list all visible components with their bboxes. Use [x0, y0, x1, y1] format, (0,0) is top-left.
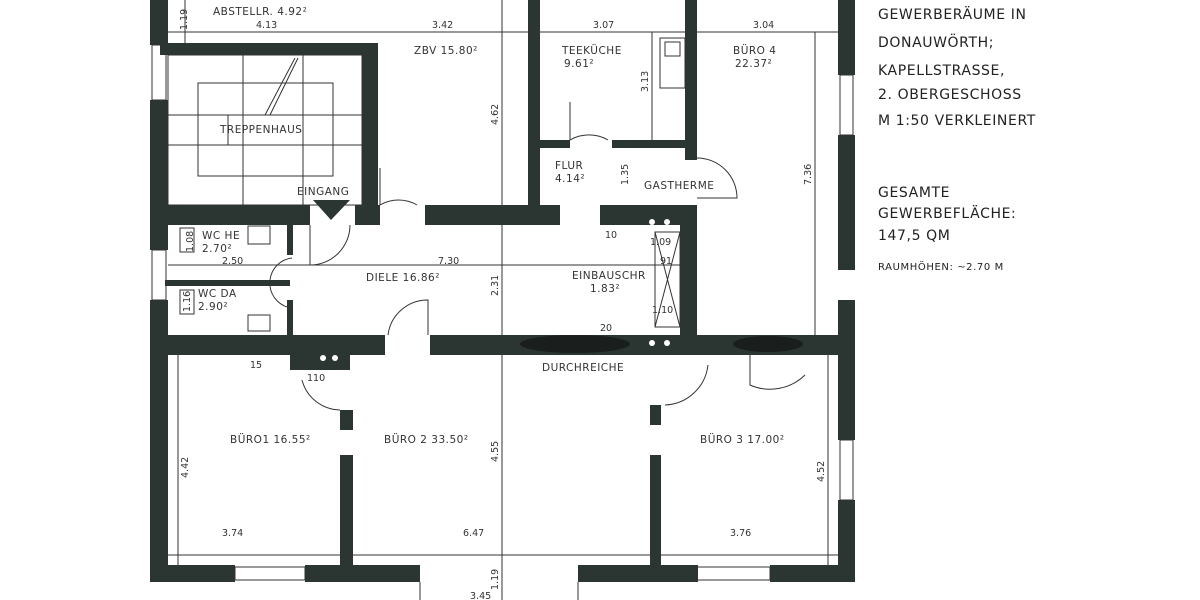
total-area-value: 147,5 QM	[878, 228, 951, 244]
room-buero3-label: BÜRO 3 17.00²	[700, 434, 785, 446]
dimension: 4.55	[490, 440, 501, 462]
room-buero1-label: BÜRO1 16.55²	[230, 434, 311, 446]
dimension: 1.19	[179, 8, 190, 30]
entrance-arrow-icon	[313, 200, 350, 220]
drawing-lines	[151, 0, 854, 600]
room-buero2-label: BÜRO 2 33.50²	[384, 434, 469, 446]
dimension: 3.13	[640, 70, 651, 92]
total-area-line: GESAMTE	[878, 185, 951, 201]
room-wc-he-label: WC HE	[202, 230, 241, 242]
room-flur-label: FLUR	[555, 160, 584, 172]
title-line: 2. OBERGESCHOSS	[878, 87, 1022, 103]
pipe-shafts	[320, 219, 670, 361]
redaction-mark	[520, 335, 630, 353]
dimension: 2.50	[222, 256, 244, 267]
dimension: 4.13	[256, 20, 278, 31]
room-einbauschrank-label: EINBAUSCHR	[572, 270, 646, 282]
dimension: 4.52	[816, 460, 827, 482]
room-diele-label: DIELE 16.86²	[366, 272, 440, 284]
room-wc-he-area: 2.70²	[202, 243, 233, 255]
dimension: 20	[600, 323, 613, 334]
redaction-mark	[733, 336, 803, 352]
dimension: 1.10	[652, 305, 674, 316]
title-line: DONAUWÖRTH;	[878, 35, 995, 51]
room-wc-da-area: 2.90²	[198, 301, 229, 313]
room-height-note: RAUMHÖHEN: ~2.70 M	[878, 262, 1004, 273]
dimension: 6.47	[463, 528, 485, 539]
dimension: 1.08	[185, 230, 196, 252]
room-einbauschrank-area: 1.83²	[590, 283, 621, 295]
room-teekueche-area: 9.61²	[564, 58, 595, 70]
dimension: 3.04	[753, 20, 775, 31]
dimension: 2.31	[490, 274, 501, 296]
title-line: M 1:50 VERKLEINERT	[878, 113, 1036, 129]
dimension: 91	[660, 256, 673, 267]
total-area-line: GEWERBEFLÄCHE:	[878, 206, 1017, 222]
dimension: 15	[250, 360, 263, 371]
dimension: 3.07	[593, 20, 615, 31]
title-line: KAPELLSTRASSE,	[878, 63, 1006, 79]
dimension: 1.09	[650, 237, 672, 248]
title-line: GEWERBERÄUME IN	[878, 7, 1027, 23]
eingang-label: EINGANG	[297, 186, 350, 198]
dimension: 3.45	[470, 591, 492, 600]
dimension: 7.36	[803, 163, 814, 185]
room-zbv-label: ZBV 15.80²	[414, 45, 478, 57]
room-teekueche-label: TEEKÜCHE	[562, 45, 622, 57]
room-abstellraum-label: ABSTELLR. 4.92²	[213, 6, 308, 18]
durchreiche-label: DURCHREICHE	[542, 362, 625, 374]
dimension: 110	[307, 373, 326, 384]
room-treppenhaus-label: TREPPENHAUS	[220, 124, 303, 136]
room-flur-area: 4.14²	[555, 173, 586, 185]
dimension: 4.42	[180, 456, 191, 478]
room-wc-da-label: WC DA	[198, 288, 237, 300]
gastherme-label: GASTHERME	[644, 180, 715, 192]
dimension: 1.16	[182, 290, 193, 312]
dimension: 4.62	[490, 103, 501, 125]
dimension: 7.30	[438, 256, 460, 267]
room-buero4-area: 22.37²	[735, 58, 773, 70]
dimension: 1.19	[490, 568, 501, 590]
room-buero4-label: BÜRO 4	[733, 45, 777, 57]
dimension: 3.74	[222, 528, 244, 539]
dimension: 3.76	[730, 528, 752, 539]
dimension: 1.35	[620, 163, 631, 185]
dimension: 3.42	[432, 20, 454, 31]
dimension: 10	[605, 230, 618, 241]
